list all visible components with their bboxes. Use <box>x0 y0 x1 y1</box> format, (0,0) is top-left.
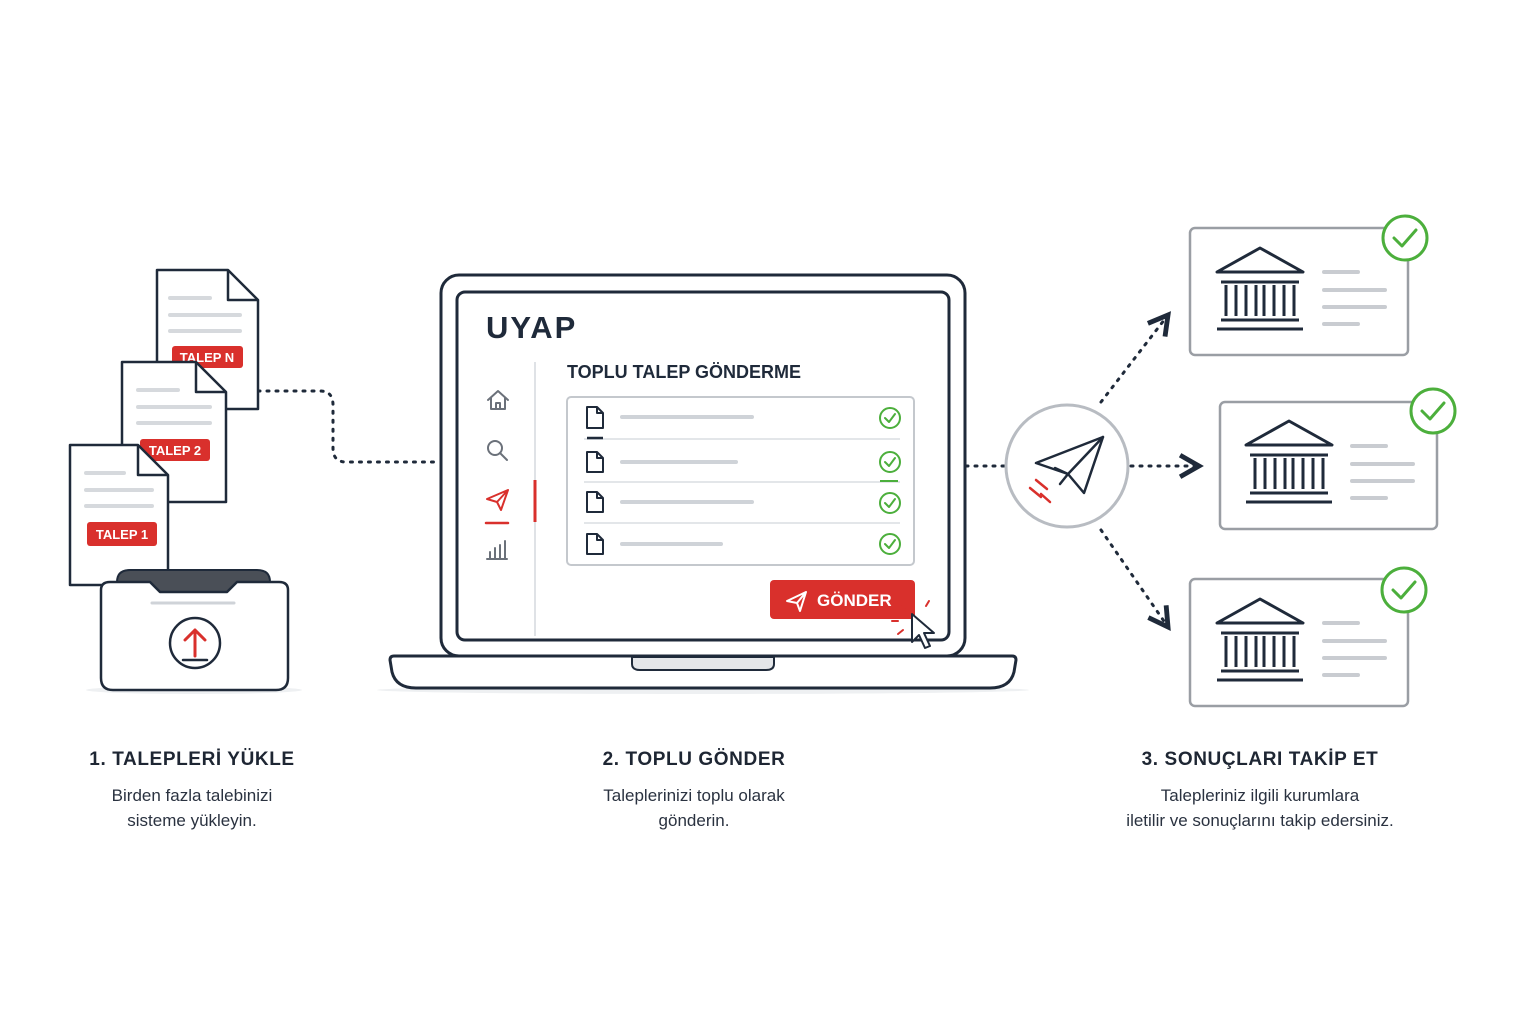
document-label-badge <box>87 522 157 546</box>
send-button-label: GÖNDER <box>817 591 892 610</box>
paper-plane-icon <box>1034 435 1105 495</box>
check-icon <box>879 451 901 473</box>
institution-card <box>1188 214 1429 357</box>
step-description-line: gönderin. <box>658 811 730 830</box>
documents-stack: TALEP N TALEP 2 TALEP 1 <box>68 268 260 587</box>
check-icon <box>879 407 901 429</box>
page-title: TOPLU TALEP GÖNDERME <box>567 362 801 382</box>
document-label: TALEP 1 <box>96 527 148 542</box>
step-description-line: iletilir ve sonuçlarını takip edersiniz. <box>1126 811 1394 830</box>
institution-card <box>1188 566 1428 708</box>
courthouse-icon <box>1215 246 1305 331</box>
step-1-caption: 1. TALEPLERİ YÜKLE Birden fazla talebini… <box>42 749 342 833</box>
check-icon <box>1380 566 1428 614</box>
check-icon <box>879 533 901 555</box>
check-icon <box>1381 214 1429 262</box>
laptop: UYAP TOPLU TALEP GÖNDERME <box>377 273 1029 694</box>
send-icon[interactable] <box>486 489 509 511</box>
step-title: 3. SONUÇLARI TAKİP ET <box>1141 749 1379 770</box>
document-label-badge <box>140 439 210 461</box>
connector-docs-to-laptop <box>256 389 439 464</box>
paper-plane-hub <box>1004 403 1130 529</box>
step-description-line: Talepleriniz ilgili kurumlara <box>1160 786 1360 805</box>
step-description-line: sisteme yükleyin. <box>127 811 257 830</box>
step-2-caption: 2. TOPLU GÖNDER Taleplerinizi toplu olar… <box>544 749 844 833</box>
document-icon <box>586 533 604 555</box>
uyap-logo: UYAP <box>486 310 577 345</box>
connector-hub-to-institution-3 <box>1099 528 1171 632</box>
check-icon <box>1409 387 1457 435</box>
upload-folder <box>86 569 302 694</box>
request-row <box>586 406 901 440</box>
click-sparks <box>891 600 930 635</box>
connector-hub-to-institution-1 <box>1099 311 1171 404</box>
step-3-caption: 3. SONUÇLARI TAKİP ET Talepleriniz ilgil… <box>1080 749 1440 833</box>
document-icon <box>586 451 604 473</box>
request-row <box>586 451 901 482</box>
check-icon <box>879 492 901 514</box>
step-title: 2. TOPLU GÖNDER <box>602 749 786 770</box>
document-icon <box>586 406 604 429</box>
courthouse-icon <box>1244 419 1334 504</box>
chart-icon[interactable] <box>486 540 508 560</box>
search-icon[interactable] <box>487 440 508 461</box>
step-title: 1. TALEPLERİ YÜKLE <box>89 749 295 770</box>
courthouse-icon <box>1215 597 1305 682</box>
step-description-line: Birden fazla talebinizi <box>111 786 273 805</box>
send-button[interactable]: GÖNDER <box>770 580 915 619</box>
document-icon <box>68 443 170 587</box>
send-icon <box>786 591 807 612</box>
document-label: TALEP 2 <box>149 443 201 458</box>
upload-arrow-icon <box>168 616 222 670</box>
home-icon[interactable] <box>487 390 509 410</box>
request-row <box>586 533 901 555</box>
laptop-base <box>388 654 1018 690</box>
sidebar <box>484 390 510 560</box>
step-description-line: Taleplerinizi toplu olarak <box>603 786 785 805</box>
institution-card <box>1218 387 1457 531</box>
document-talep-1: TALEP 1 <box>68 443 170 587</box>
request-row <box>586 491 901 514</box>
connectors <box>256 311 1204 632</box>
document-icon <box>586 491 604 513</box>
cursor-icon <box>911 613 935 649</box>
